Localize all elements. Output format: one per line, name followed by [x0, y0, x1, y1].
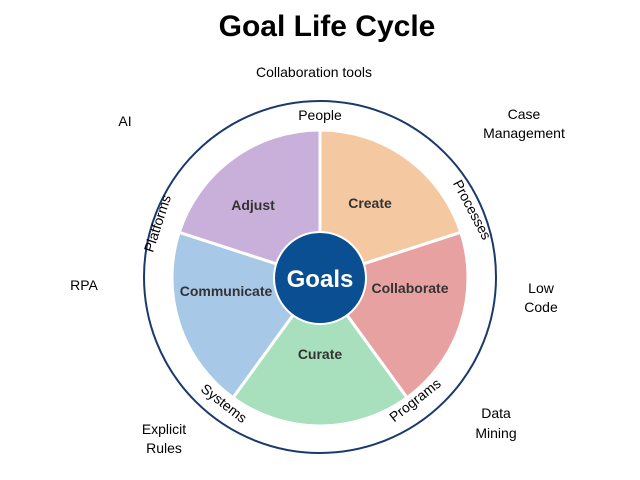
segment-create [318, 128, 463, 281]
label-low-code-line2: Code [524, 299, 558, 315]
label-explicit-rules-line2: Rules [146, 440, 182, 456]
center-label: Goals [287, 266, 354, 293]
label-data-mining-line2: Mining [475, 425, 516, 441]
segment-adjust [177, 128, 322, 281]
segment-label-create: Create [348, 195, 392, 211]
ring-label-people: People [298, 107, 342, 123]
label-rpa: RPA [70, 277, 98, 293]
label-low-code-line1: Low [528, 280, 555, 296]
outer-ring [143, 100, 497, 454]
segment-label-adjust: Adjust [231, 197, 275, 213]
ring-label-platforms: Platforms [141, 193, 174, 254]
label-explicit-rules-line1: Explicit [142, 421, 186, 437]
label-case-management-line1: Case [508, 106, 541, 122]
label-ai: AI [118, 113, 131, 129]
diagram-title: Goal Life Cycle [219, 10, 436, 43]
segment-label-collaborate: Collaborate [371, 280, 448, 296]
segment-label-communicate: Communicate [180, 283, 273, 299]
label-data-mining-line1: Data [481, 405, 511, 421]
label-case-management-line2: Management [483, 125, 565, 141]
segment-label-curate: Curate [298, 346, 343, 362]
label-collaboration-tools: Collaboration tools [256, 64, 372, 80]
segment-curate [230, 275, 410, 428]
center-circle [273, 231, 367, 325]
